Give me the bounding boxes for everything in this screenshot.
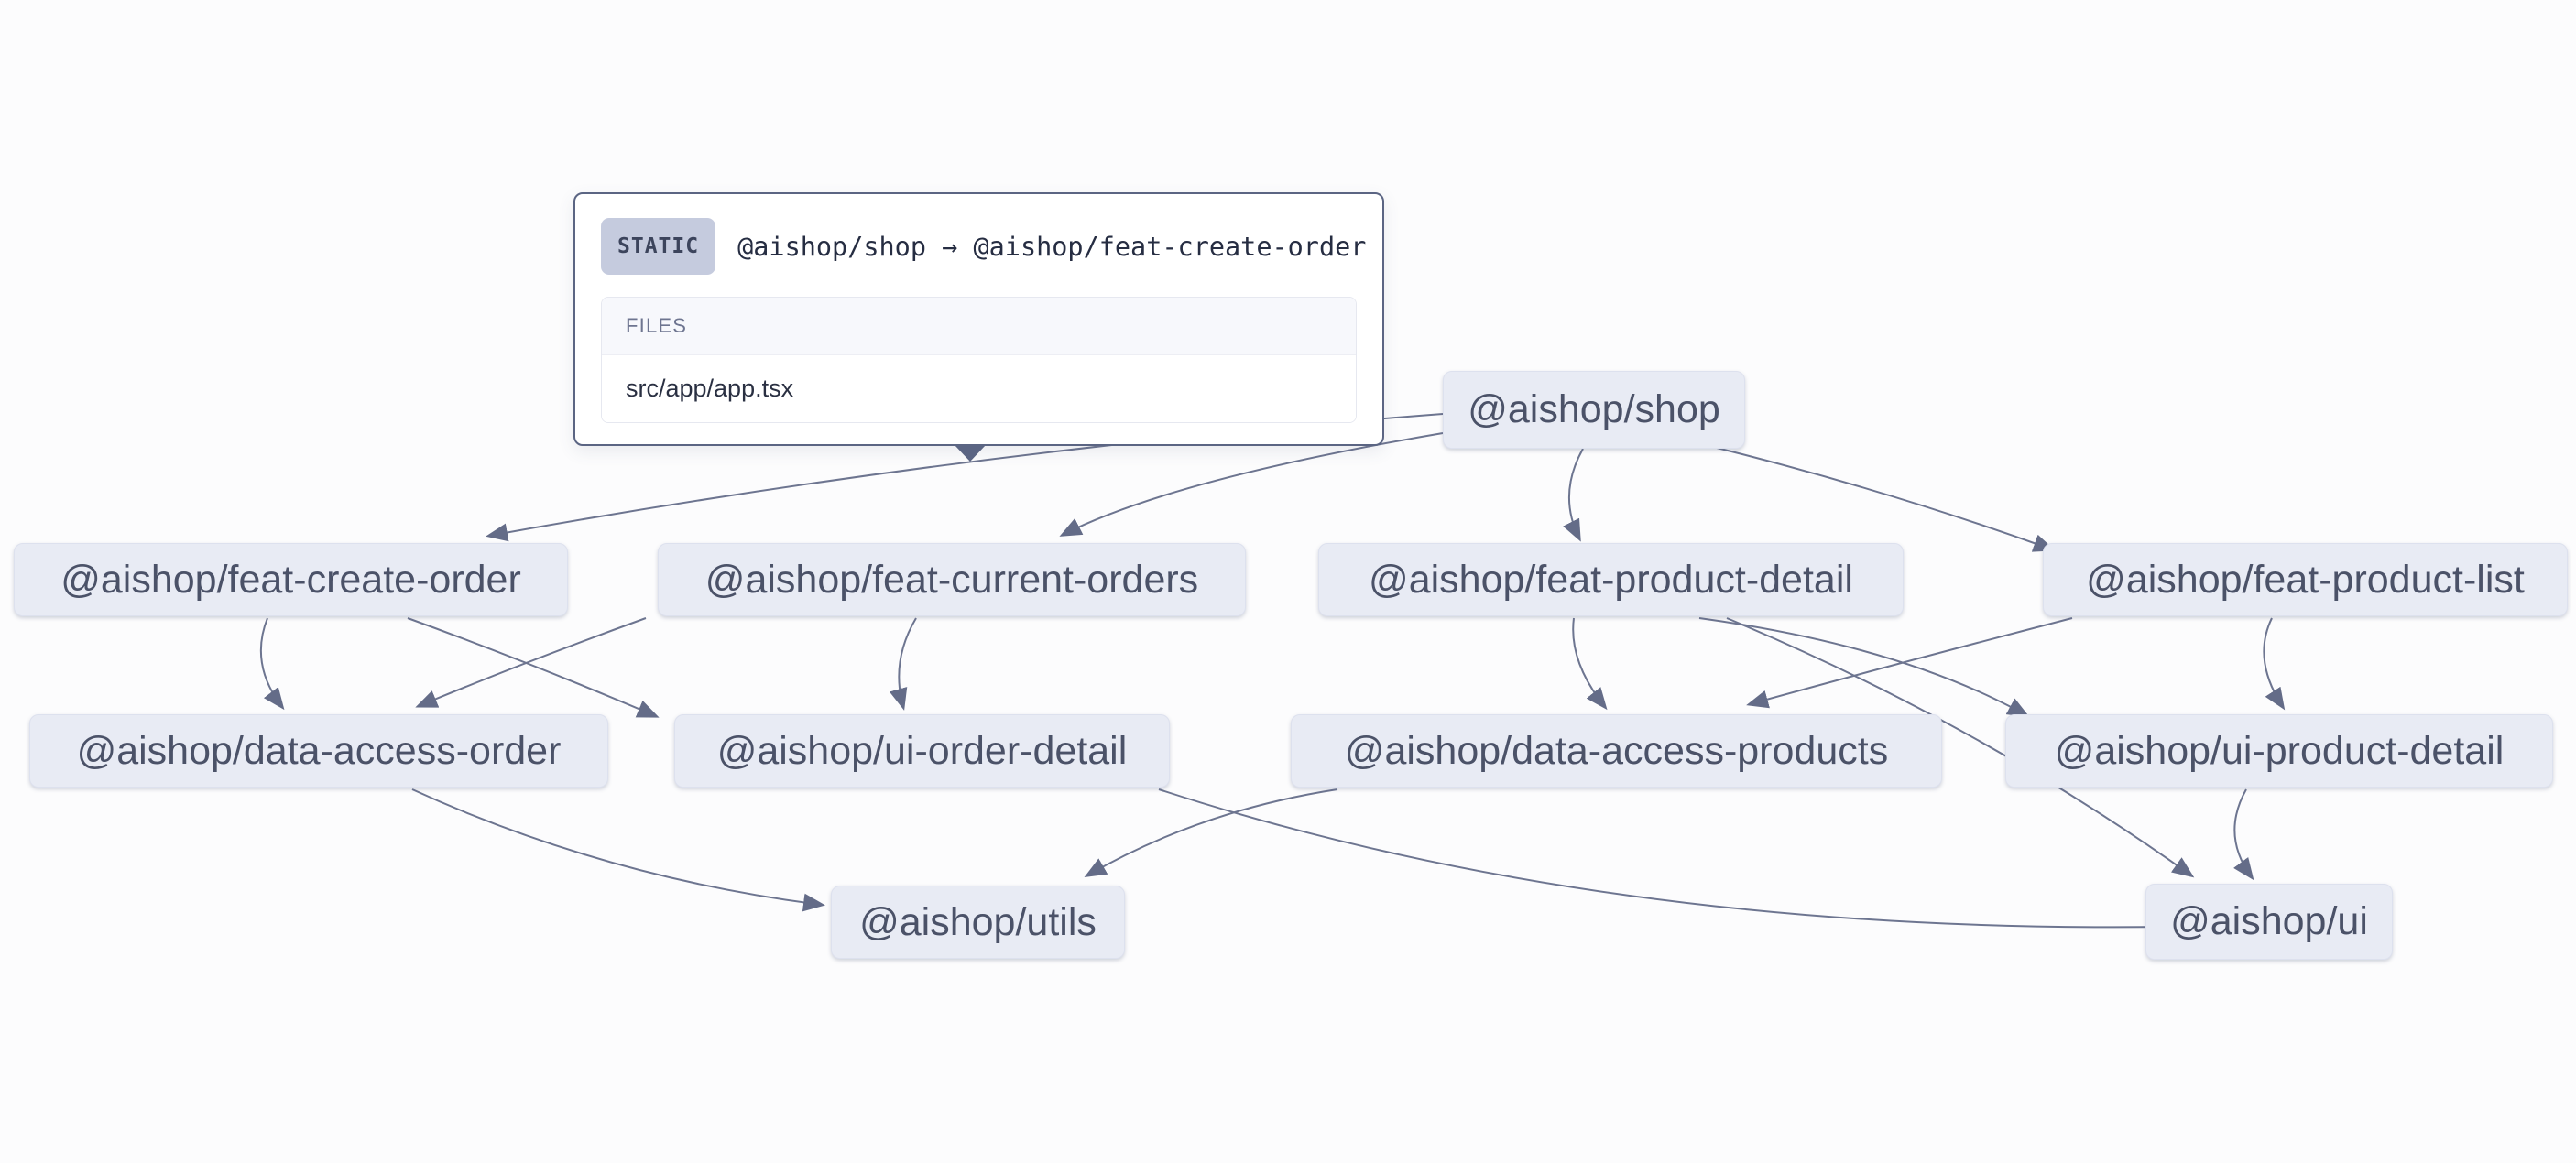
graph-node-ui-order-detail[interactable]: @aishop/ui-order-detail (674, 714, 1170, 788)
graph-edge-feat-product-detail-to-ui[interactable] (1726, 617, 2195, 878)
graph-edge-feat-current-orders-to-ui-order-detail[interactable] (889, 617, 917, 711)
graph-node-feat-product-list[interactable]: @aishop/feat-product-list (2043, 543, 2568, 616)
graph-edge-feat-product-detail-to-ui-product-detail[interactable] (1698, 617, 2030, 717)
edge-type-badge: STATIC (601, 218, 716, 275)
graph-edge-shop-to-feat-product-list[interactable] (1712, 446, 2056, 552)
graph-node-ui[interactable]: @aishop/ui (2145, 884, 2393, 960)
graph-node-data-access-products[interactable]: @aishop/data-access-products (1291, 714, 1942, 788)
graph-edge-feat-product-list-to-data-access-products[interactable] (1746, 617, 2073, 709)
graph-node-feat-product-detail[interactable]: @aishop/feat-product-detail (1318, 543, 1904, 616)
graph-edge-feat-create-order-to-ui-order-detail[interactable] (407, 617, 660, 718)
graph-edge-feat-product-detail-to-data-access-products[interactable] (1572, 617, 1608, 711)
graph-edge-ui-product-detail-to-ui[interactable] (2233, 788, 2254, 881)
graph-edge-data-access-order-to-utils[interactable] (411, 788, 825, 912)
graph-edge-feat-current-orders-to-data-access-order[interactable] (415, 617, 647, 708)
graph-edge-shop-to-feat-current-orders[interactable] (1059, 432, 1444, 537)
edge-tooltip-caret-icon (955, 445, 986, 462)
graph-node-feat-create-order[interactable]: @aishop/feat-create-order (14, 543, 568, 616)
graph-edge-ui-order-detail-to-ui[interactable] (1158, 788, 2171, 937)
edge-file-path: src/app/app.tsx (602, 355, 1356, 422)
edge-tooltip: STATIC @aishop/shop → @aishop/feat-creat… (573, 192, 1384, 446)
graph-edge-feat-product-list-to-ui-product-detail[interactable] (2263, 617, 2286, 711)
graph-edge-shop-to-feat-product-detail[interactable] (1563, 448, 1584, 542)
graph-node-feat-current-orders[interactable]: @aishop/feat-current-orders (658, 543, 1246, 616)
graph-node-data-access-order[interactable]: @aishop/data-access-order (29, 714, 608, 788)
graph-node-utils[interactable]: @aishop/utils (831, 886, 1125, 959)
edge-relation-text: @aishop/shop → @aishop/feat-create-order (737, 231, 1367, 262)
graph-edge-feat-create-order-to-data-access-order[interactable] (259, 617, 285, 711)
graph-node-ui-product-detail[interactable]: @aishop/ui-product-detail (2005, 714, 2553, 788)
graph-edge-data-access-products-to-utils[interactable] (1084, 788, 1338, 877)
edge-files-label: FILES (602, 298, 1356, 355)
edge-tooltip-header: STATIC @aishop/shop → @aishop/feat-creat… (575, 194, 1382, 275)
edge-files-panel: FILES src/app/app.tsx (601, 297, 1357, 423)
graph-node-shop[interactable]: @aishop/shop (1443, 371, 1745, 449)
